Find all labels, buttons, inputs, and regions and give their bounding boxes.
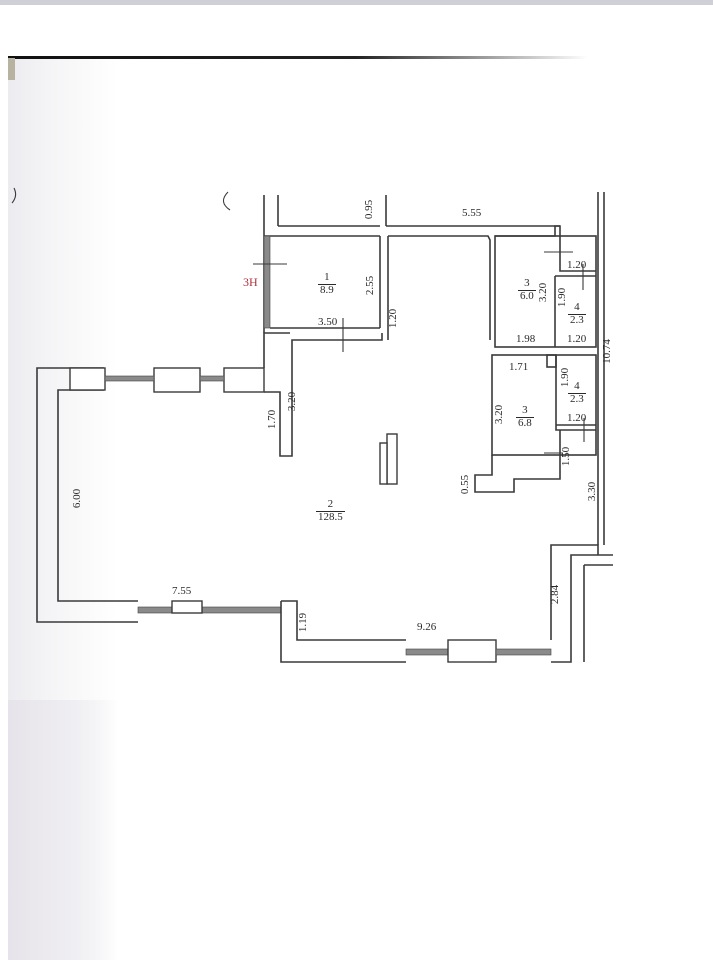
- dim-6-00: 6.00: [71, 488, 84, 509]
- dim-2-55: 2.55: [364, 275, 377, 296]
- room-1-label: 1 8.9: [318, 271, 336, 296]
- dim-1-71: 1.71: [509, 361, 529, 373]
- background-right: [660, 56, 713, 960]
- dim-7-55: 7.55: [172, 585, 192, 597]
- room-number: 4: [568, 301, 586, 315]
- room-number: 2: [316, 498, 345, 512]
- room-area: 128.5: [318, 510, 343, 523]
- dim-3-20-left: 3.20: [286, 391, 299, 412]
- dim-1-19: 1.19: [297, 612, 310, 633]
- room-4b-label: 4 2.3: [568, 380, 586, 405]
- room-number: 3: [516, 404, 534, 418]
- dim-wc2-1-20: 1.20: [567, 412, 587, 424]
- marker-3h-label: 3H: [243, 275, 258, 289]
- dim-1-20-corridor: 1.20: [387, 308, 400, 329]
- dim-2-84: 2.84: [549, 584, 562, 605]
- dim-1-70: 1.70: [266, 409, 279, 430]
- room-number: 3: [518, 277, 536, 291]
- bathroom-block-lower: [474, 354, 597, 493]
- room-number: 1: [318, 271, 336, 285]
- room-area: 6.8: [518, 416, 532, 429]
- outer-walls: [36, 332, 613, 663]
- dim-1-90-wc2: 1.90: [559, 367, 572, 388]
- dim-3-20-room3a: 3.20: [537, 282, 550, 303]
- column-object: [379, 433, 398, 485]
- paper-top-edge: [8, 56, 588, 59]
- dim-1-50: 1.50: [560, 446, 573, 467]
- room-3b-label: 3 6.8: [516, 404, 534, 429]
- room-area: 2.3: [570, 392, 584, 405]
- dim-wc1-1-20-bottom: 1.20: [567, 333, 587, 345]
- dim-5-55: 5.55: [462, 207, 482, 219]
- dim-1-90-wc1: 1.90: [556, 287, 569, 308]
- top-walls: [253, 195, 560, 352]
- dim-3-30: 3.30: [586, 481, 599, 502]
- room-2-label: 2 128.5: [316, 498, 345, 523]
- room-area: 2.3: [570, 313, 584, 326]
- bathroom-block-upper: [494, 225, 597, 348]
- dim-3-20-room3b: 3.20: [493, 404, 506, 425]
- room-number: 4: [568, 380, 586, 394]
- top-bar: [0, 0, 713, 5]
- dim-wc1-1-20-top: 1.20: [567, 259, 587, 271]
- stray-mark: [222, 191, 231, 211]
- right-wall: [597, 192, 605, 545]
- stray-mark: [11, 187, 17, 204]
- dim-3-50: 3.50: [318, 316, 338, 328]
- dim-0-95: 0.95: [363, 199, 376, 220]
- dim-0-55: 0.55: [459, 474, 472, 495]
- room-area: 8.9: [320, 283, 334, 296]
- room-4a-label: 4 2.3: [568, 301, 586, 326]
- paper-corner: [8, 58, 15, 80]
- dim-1-98: 1.98: [516, 333, 536, 345]
- paper-shadow: [8, 700, 118, 960]
- room-area: 6.0: [520, 289, 534, 302]
- dim-10-74: 10.74: [600, 339, 613, 364]
- room-3a-label: 3 6.0: [518, 277, 536, 302]
- dim-9-26: 9.26: [417, 621, 437, 633]
